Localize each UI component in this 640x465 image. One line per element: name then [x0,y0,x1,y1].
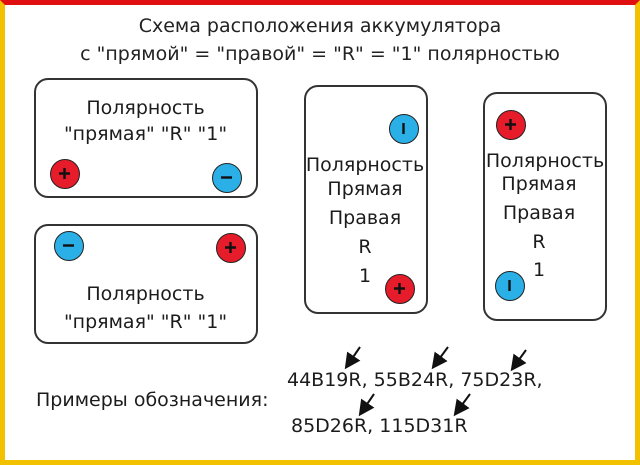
examples-row-1: 44B19R, 55B24R, 75D23R, [287,369,543,391]
battery-label-line4: R [358,236,372,258]
arrow-2 [431,346,449,370]
arrow-1 [344,346,361,370]
title-line-2: с "прямой" = "правой" = "R" = "1" полярн… [80,43,560,65]
arrow-5 [453,393,471,417]
plus-terminal-icon [50,159,80,189]
minus-terminal-icon [54,231,84,261]
battery-label-line3: Правая [328,207,402,229]
battery-label-line4: R [532,231,546,253]
battery-label-line5: 1 [532,259,546,281]
battery-label-line1: Полярность [305,154,425,176]
battery-middle: Полярность Прямая Правая R 1 [304,85,428,314]
plus-terminal-icon [216,233,246,263]
battery-bottom-left: Полярность "прямая" "R" "1" [34,224,258,344]
examples-row-2: 85D26R, 115D31R [291,415,468,437]
battery-label-line1: Полярность [86,97,205,119]
arrow-4 [358,393,375,417]
battery-label-line2: Прямая [501,173,577,195]
examples-label: Примеры обозначения: [36,389,269,411]
battery-label-line3: Правая [502,202,576,224]
plus-terminal-icon [385,274,415,304]
battery-top-left: Полярность "прямая" "R" "1" [34,78,258,198]
minus-terminal-icon [495,271,525,301]
battery-label-line1: Полярность [485,150,605,172]
minus-terminal-icon [212,163,242,193]
battery-label-line2: "прямая" "R" "1" [63,311,228,333]
battery-label-line5: 1 [358,265,372,287]
minus-terminal-icon [389,114,419,144]
battery-label-line1: Полярность [86,283,205,305]
plus-terminal-icon [496,110,526,140]
arrow-3 [510,349,527,372]
battery-right: Полярность Прямая Правая R 1 [483,92,607,321]
battery-label-line2: Прямая [327,178,403,200]
title-line-1: Схема расположения аккумулятора [138,15,502,37]
battery-label-line2: "прямая" "R" "1" [63,123,228,145]
